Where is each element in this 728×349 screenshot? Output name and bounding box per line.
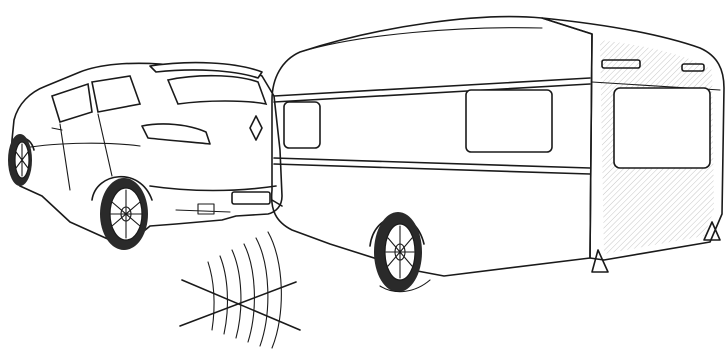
sensor-signal-disabled xyxy=(180,232,300,348)
car-number-plate xyxy=(232,192,270,204)
caravan-lower-trim xyxy=(274,158,590,174)
car-diffuser xyxy=(176,204,230,214)
car-rear-bumper xyxy=(150,186,276,191)
caravan-roof-line xyxy=(300,28,542,52)
car-brand-logo xyxy=(250,116,262,140)
caravan-front-window xyxy=(614,88,710,168)
caravan xyxy=(272,17,724,292)
car-tail-light xyxy=(142,124,210,144)
car-front-wheel xyxy=(8,134,32,186)
caravan-wheel xyxy=(374,212,430,292)
car-rear-window xyxy=(168,76,266,104)
car xyxy=(8,63,282,250)
car-rear-wheel xyxy=(100,178,148,250)
sensor-wave-arcs xyxy=(208,232,281,348)
car-side-window-rear xyxy=(92,76,140,112)
car-body-line xyxy=(24,143,140,148)
car-side-window-front xyxy=(52,84,92,122)
caravan-window-front xyxy=(284,102,320,148)
car-door-line xyxy=(60,114,112,190)
caravan-window-side xyxy=(466,90,552,152)
